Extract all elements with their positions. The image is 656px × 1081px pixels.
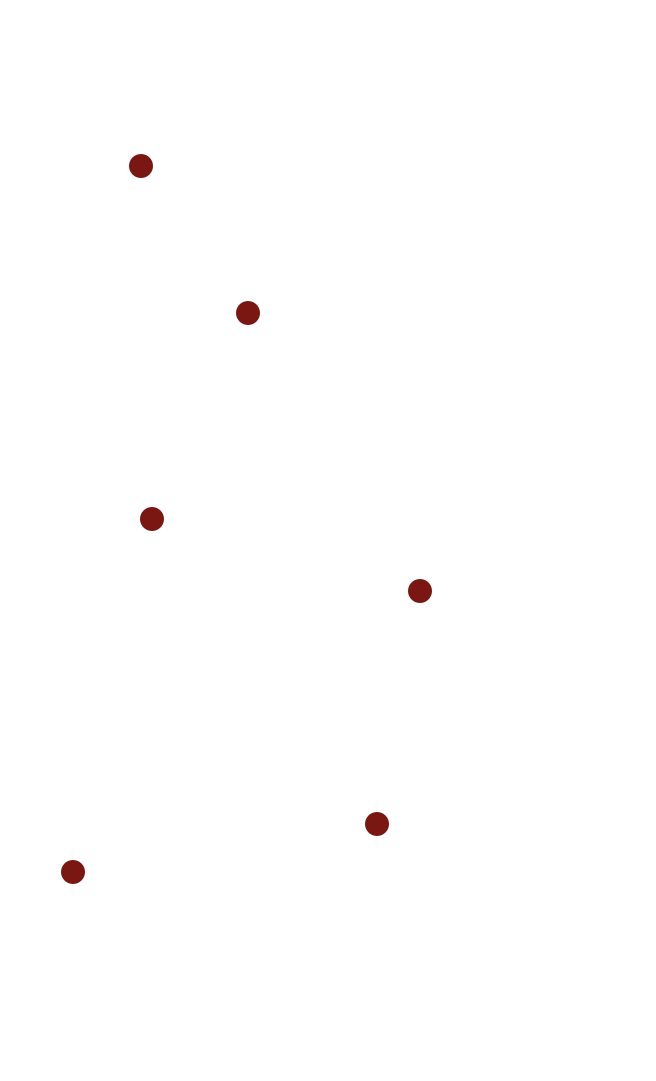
target-dot[interactable]	[61, 860, 85, 884]
target-dot[interactable]	[408, 579, 432, 603]
target-dot[interactable]	[129, 154, 153, 178]
target-dot[interactable]	[236, 301, 260, 325]
target-dot[interactable]	[365, 812, 389, 836]
target-dot[interactable]	[140, 507, 164, 531]
